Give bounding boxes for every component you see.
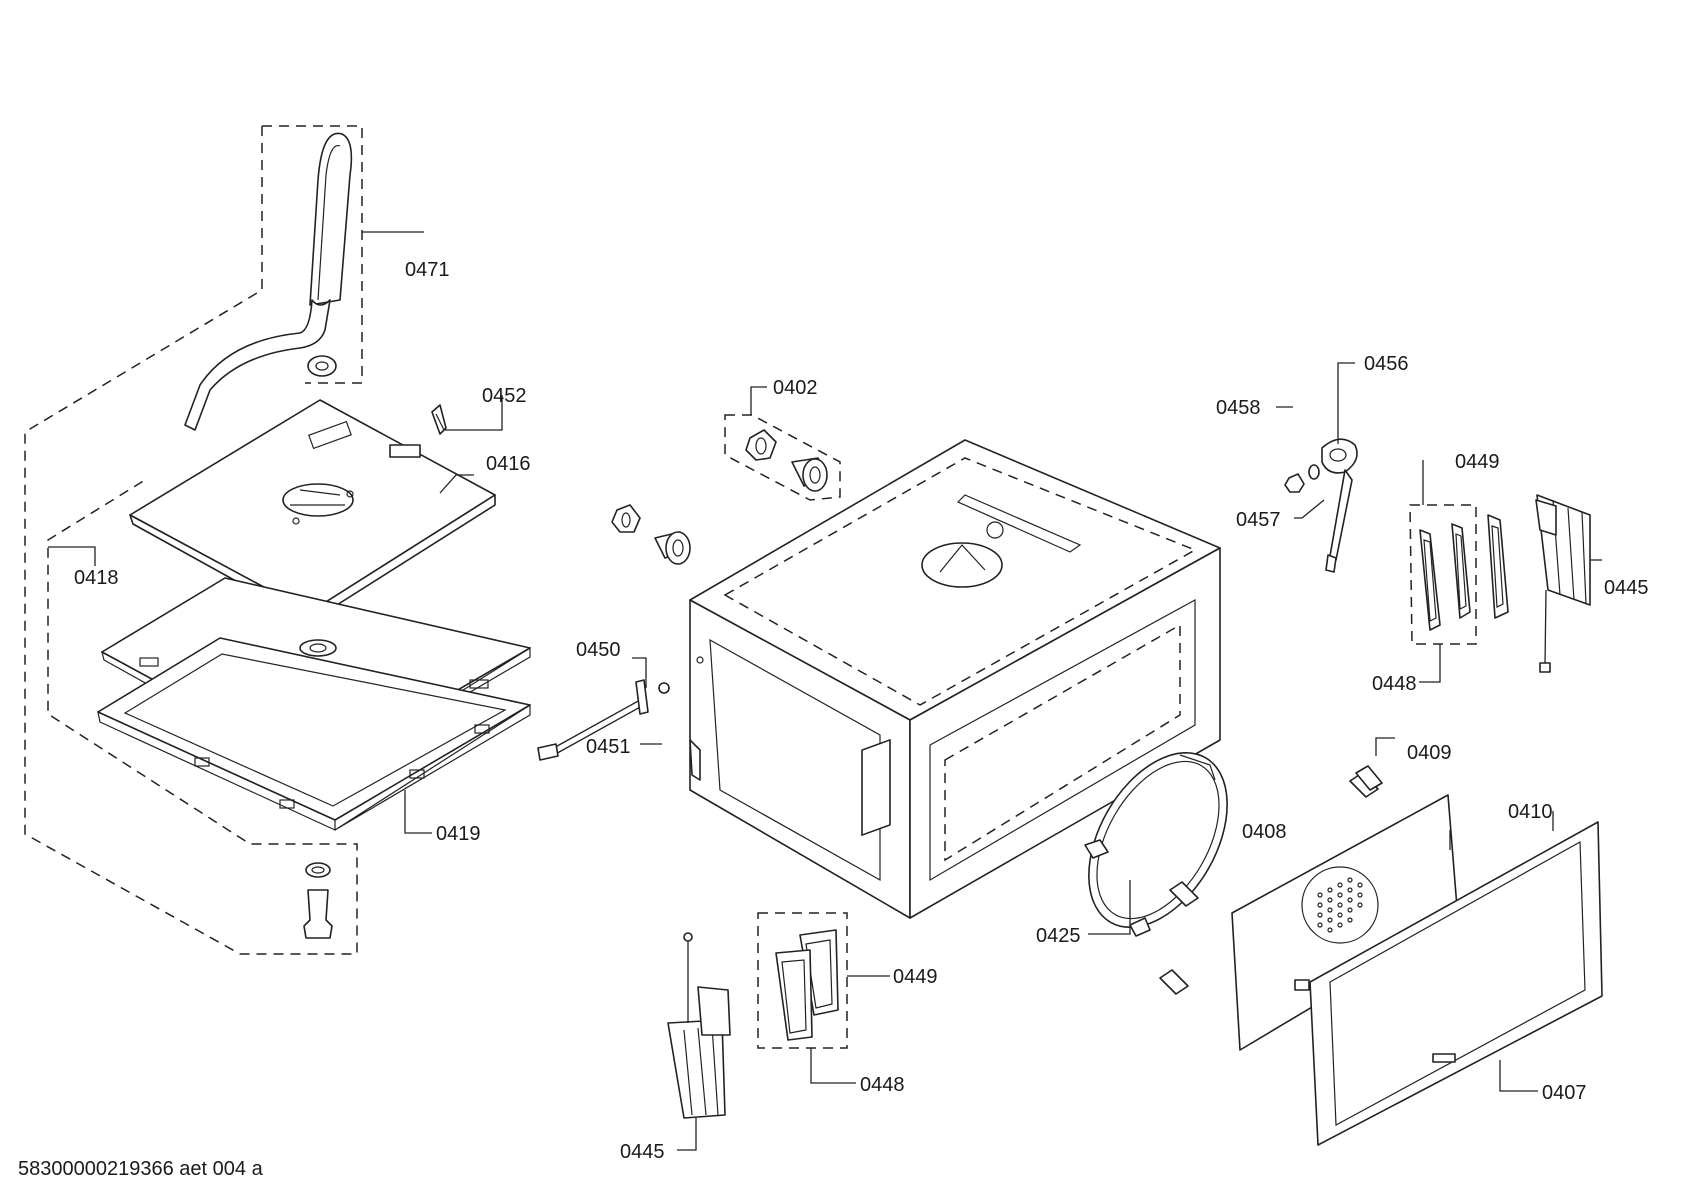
label-0449-right: 0449 <box>1455 451 1500 473</box>
temperature-sensor <box>537 679 670 761</box>
gasket-group-bottom <box>757 912 848 1049</box>
label-0452: 0452 <box>482 385 527 407</box>
left-assembly-outline <box>24 125 363 955</box>
label-0418: 0418 <box>74 567 119 589</box>
label-0448-right: 0448 <box>1372 673 1417 695</box>
label-0408: 0408 <box>1242 821 1287 843</box>
thermostat-assembly <box>1284 438 1358 573</box>
label-0449-bottom: 0449 <box>893 966 938 988</box>
gasket-group-right <box>1409 504 1509 645</box>
label-0458: 0458 <box>1216 397 1261 419</box>
foot-pin <box>303 862 333 939</box>
loose-bushing <box>611 504 691 565</box>
small-clip <box>431 404 447 435</box>
hose-part <box>184 132 353 431</box>
label-0416: 0416 <box>486 453 531 475</box>
front-frame-gasket <box>1294 821 1603 1146</box>
heating-element-right <box>1535 494 1591 673</box>
label-0471: 0471 <box>405 259 450 281</box>
label-0445-right: 0445 <box>1604 577 1649 599</box>
bolts <box>1159 772 1379 995</box>
label-0456: 0456 <box>1364 353 1409 375</box>
label-0409: 0409 <box>1407 742 1452 764</box>
label-0425: 0425 <box>1036 925 1081 947</box>
label-0407: 0407 <box>1542 1082 1587 1104</box>
oven-cavity <box>689 439 1221 919</box>
part-labels: 0471 0452 0416 0418 0419 0402 0450 0451 … <box>74 259 1649 1163</box>
label-0450: 0450 <box>576 639 621 661</box>
label-0410: 0410 <box>1508 801 1553 823</box>
bushing-group-0402 <box>724 414 841 501</box>
label-0402: 0402 <box>773 377 818 399</box>
label-0457: 0457 <box>1236 509 1281 531</box>
leader-lines <box>48 231 1602 1151</box>
gasket-frame <box>97 637 531 831</box>
label-0451: 0451 <box>586 736 631 758</box>
heating-element-bottom <box>667 932 731 1119</box>
bolt-0409 <box>1355 765 1383 791</box>
label-0419: 0419 <box>436 823 481 845</box>
label-0445-bottom: 0445 <box>620 1141 665 1163</box>
label-0448-bottom: 0448 <box>860 1074 905 1096</box>
document-id: 58300000219366 aet 004 a <box>18 1158 263 1180</box>
ring-heater <box>1084 751 1228 937</box>
